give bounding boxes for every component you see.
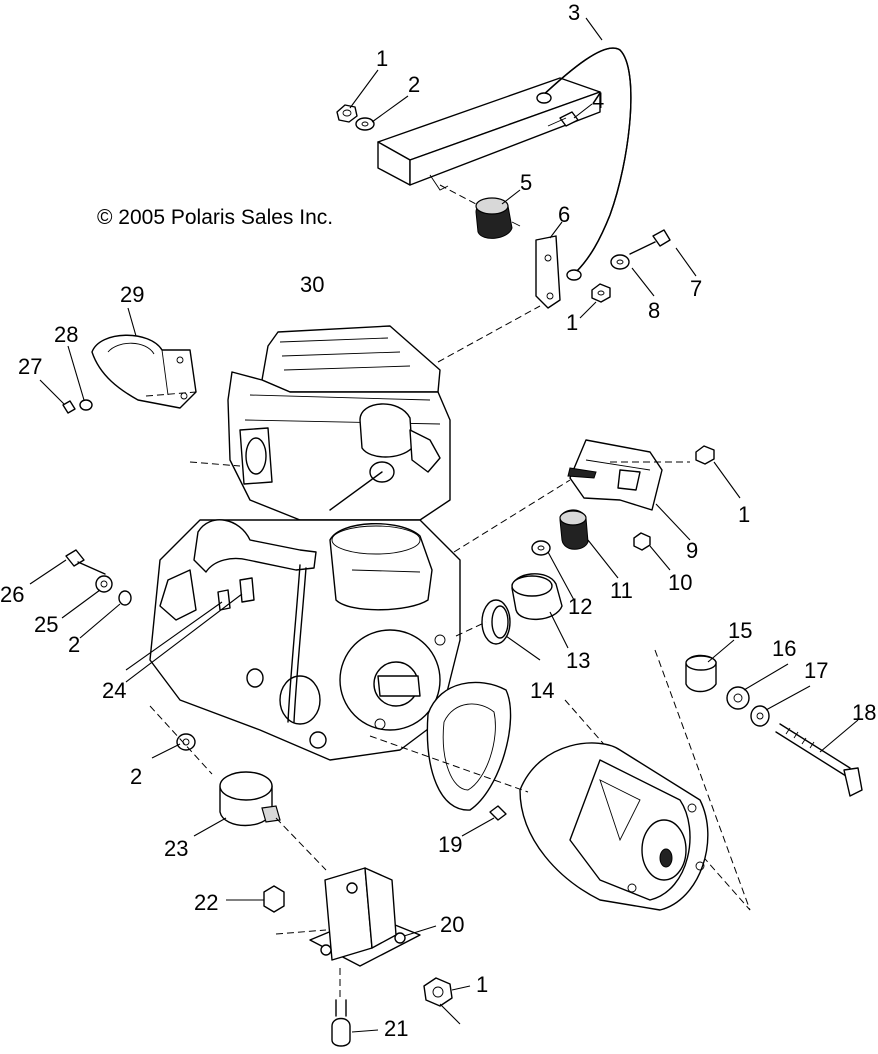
leader-lines xyxy=(29,17,859,1033)
callout-29: 29 xyxy=(120,282,144,307)
callout-30: 30 xyxy=(300,272,324,297)
bolt-18 xyxy=(775,723,863,797)
nut-10 xyxy=(633,532,651,551)
washer-25 xyxy=(95,575,113,593)
callout-23: 23 xyxy=(164,836,188,861)
callout-20: 20 xyxy=(440,912,464,937)
nut-top xyxy=(336,104,358,123)
washer-8 xyxy=(610,254,630,270)
callout-1c: 1 xyxy=(738,502,750,527)
callout-1b: 1 xyxy=(566,310,578,335)
engine-assembly-30 xyxy=(149,325,461,761)
callout-8: 8 xyxy=(648,298,660,323)
callout-19: 19 xyxy=(438,832,462,857)
callout-21: 21 xyxy=(384,1016,408,1041)
washer-16 xyxy=(726,686,750,710)
assembly-dash-lines xyxy=(145,184,690,1000)
washer-top xyxy=(355,117,375,131)
callout-9: 9 xyxy=(686,538,698,563)
callout-11: 11 xyxy=(610,578,633,603)
nut-bracket xyxy=(591,283,611,303)
callout-1a: 1 xyxy=(376,46,388,71)
callout-17: 17 xyxy=(804,658,828,683)
callout-3: 3 xyxy=(568,0,580,25)
callout-2c: 2 xyxy=(130,764,142,789)
callout-28: 28 xyxy=(54,322,78,347)
callout-12: 12 xyxy=(568,594,592,619)
washer-17 xyxy=(750,705,770,727)
intake-boot-29 xyxy=(91,334,197,409)
mount-bracket-9 xyxy=(567,439,663,511)
callout-27: 27 xyxy=(18,354,42,379)
bolt-27 xyxy=(62,400,76,414)
bolt-7 xyxy=(629,229,671,255)
copyright-notice: © 2005 Polaris Sales Inc. xyxy=(97,206,333,229)
callout-24: 24 xyxy=(102,678,126,703)
mount-bracket-20 xyxy=(309,867,421,967)
bushing-15 xyxy=(685,654,717,693)
callout-2b: 2 xyxy=(68,632,80,657)
callout-22: 22 xyxy=(194,890,218,915)
callout-2a: 2 xyxy=(408,72,420,97)
callout-4: 4 xyxy=(592,88,604,113)
spacer-13 xyxy=(511,573,563,621)
ground-strap-cable xyxy=(536,47,632,281)
callout-15: 15 xyxy=(728,618,752,643)
nut-bottom-1 xyxy=(423,977,453,1007)
clamp-14 xyxy=(481,599,511,645)
callout-26: 26 xyxy=(0,582,24,607)
bolt-26 xyxy=(65,549,106,575)
callout-13: 13 xyxy=(566,648,590,673)
gasket-cover xyxy=(426,681,512,811)
callout-7: 7 xyxy=(690,276,702,301)
washer-12 xyxy=(531,540,551,556)
nut-right-1 xyxy=(695,445,715,465)
callout-5: 5 xyxy=(520,170,532,195)
screw-4 xyxy=(547,111,579,127)
bracket-6 xyxy=(535,235,561,309)
rubber-bumper-5 xyxy=(475,197,521,239)
callout-14: 14 xyxy=(530,678,554,703)
screw-19 xyxy=(489,805,507,821)
callout-1d: 1 xyxy=(476,972,488,997)
callout-18: 18 xyxy=(852,700,876,725)
callout-25: 25 xyxy=(34,612,58,637)
washer-28 xyxy=(79,399,93,411)
bumper-11 xyxy=(559,509,589,550)
isolator-23 xyxy=(219,771,281,827)
washer-bottom-2 xyxy=(176,733,196,751)
nut-22 xyxy=(263,885,285,913)
callout-6: 6 xyxy=(558,202,570,227)
drive-clutch xyxy=(519,742,709,911)
bolt-21 xyxy=(331,999,351,1047)
callout-16: 16 xyxy=(772,636,796,661)
washer-left-2 xyxy=(118,590,132,606)
callout-10: 10 xyxy=(668,570,692,595)
